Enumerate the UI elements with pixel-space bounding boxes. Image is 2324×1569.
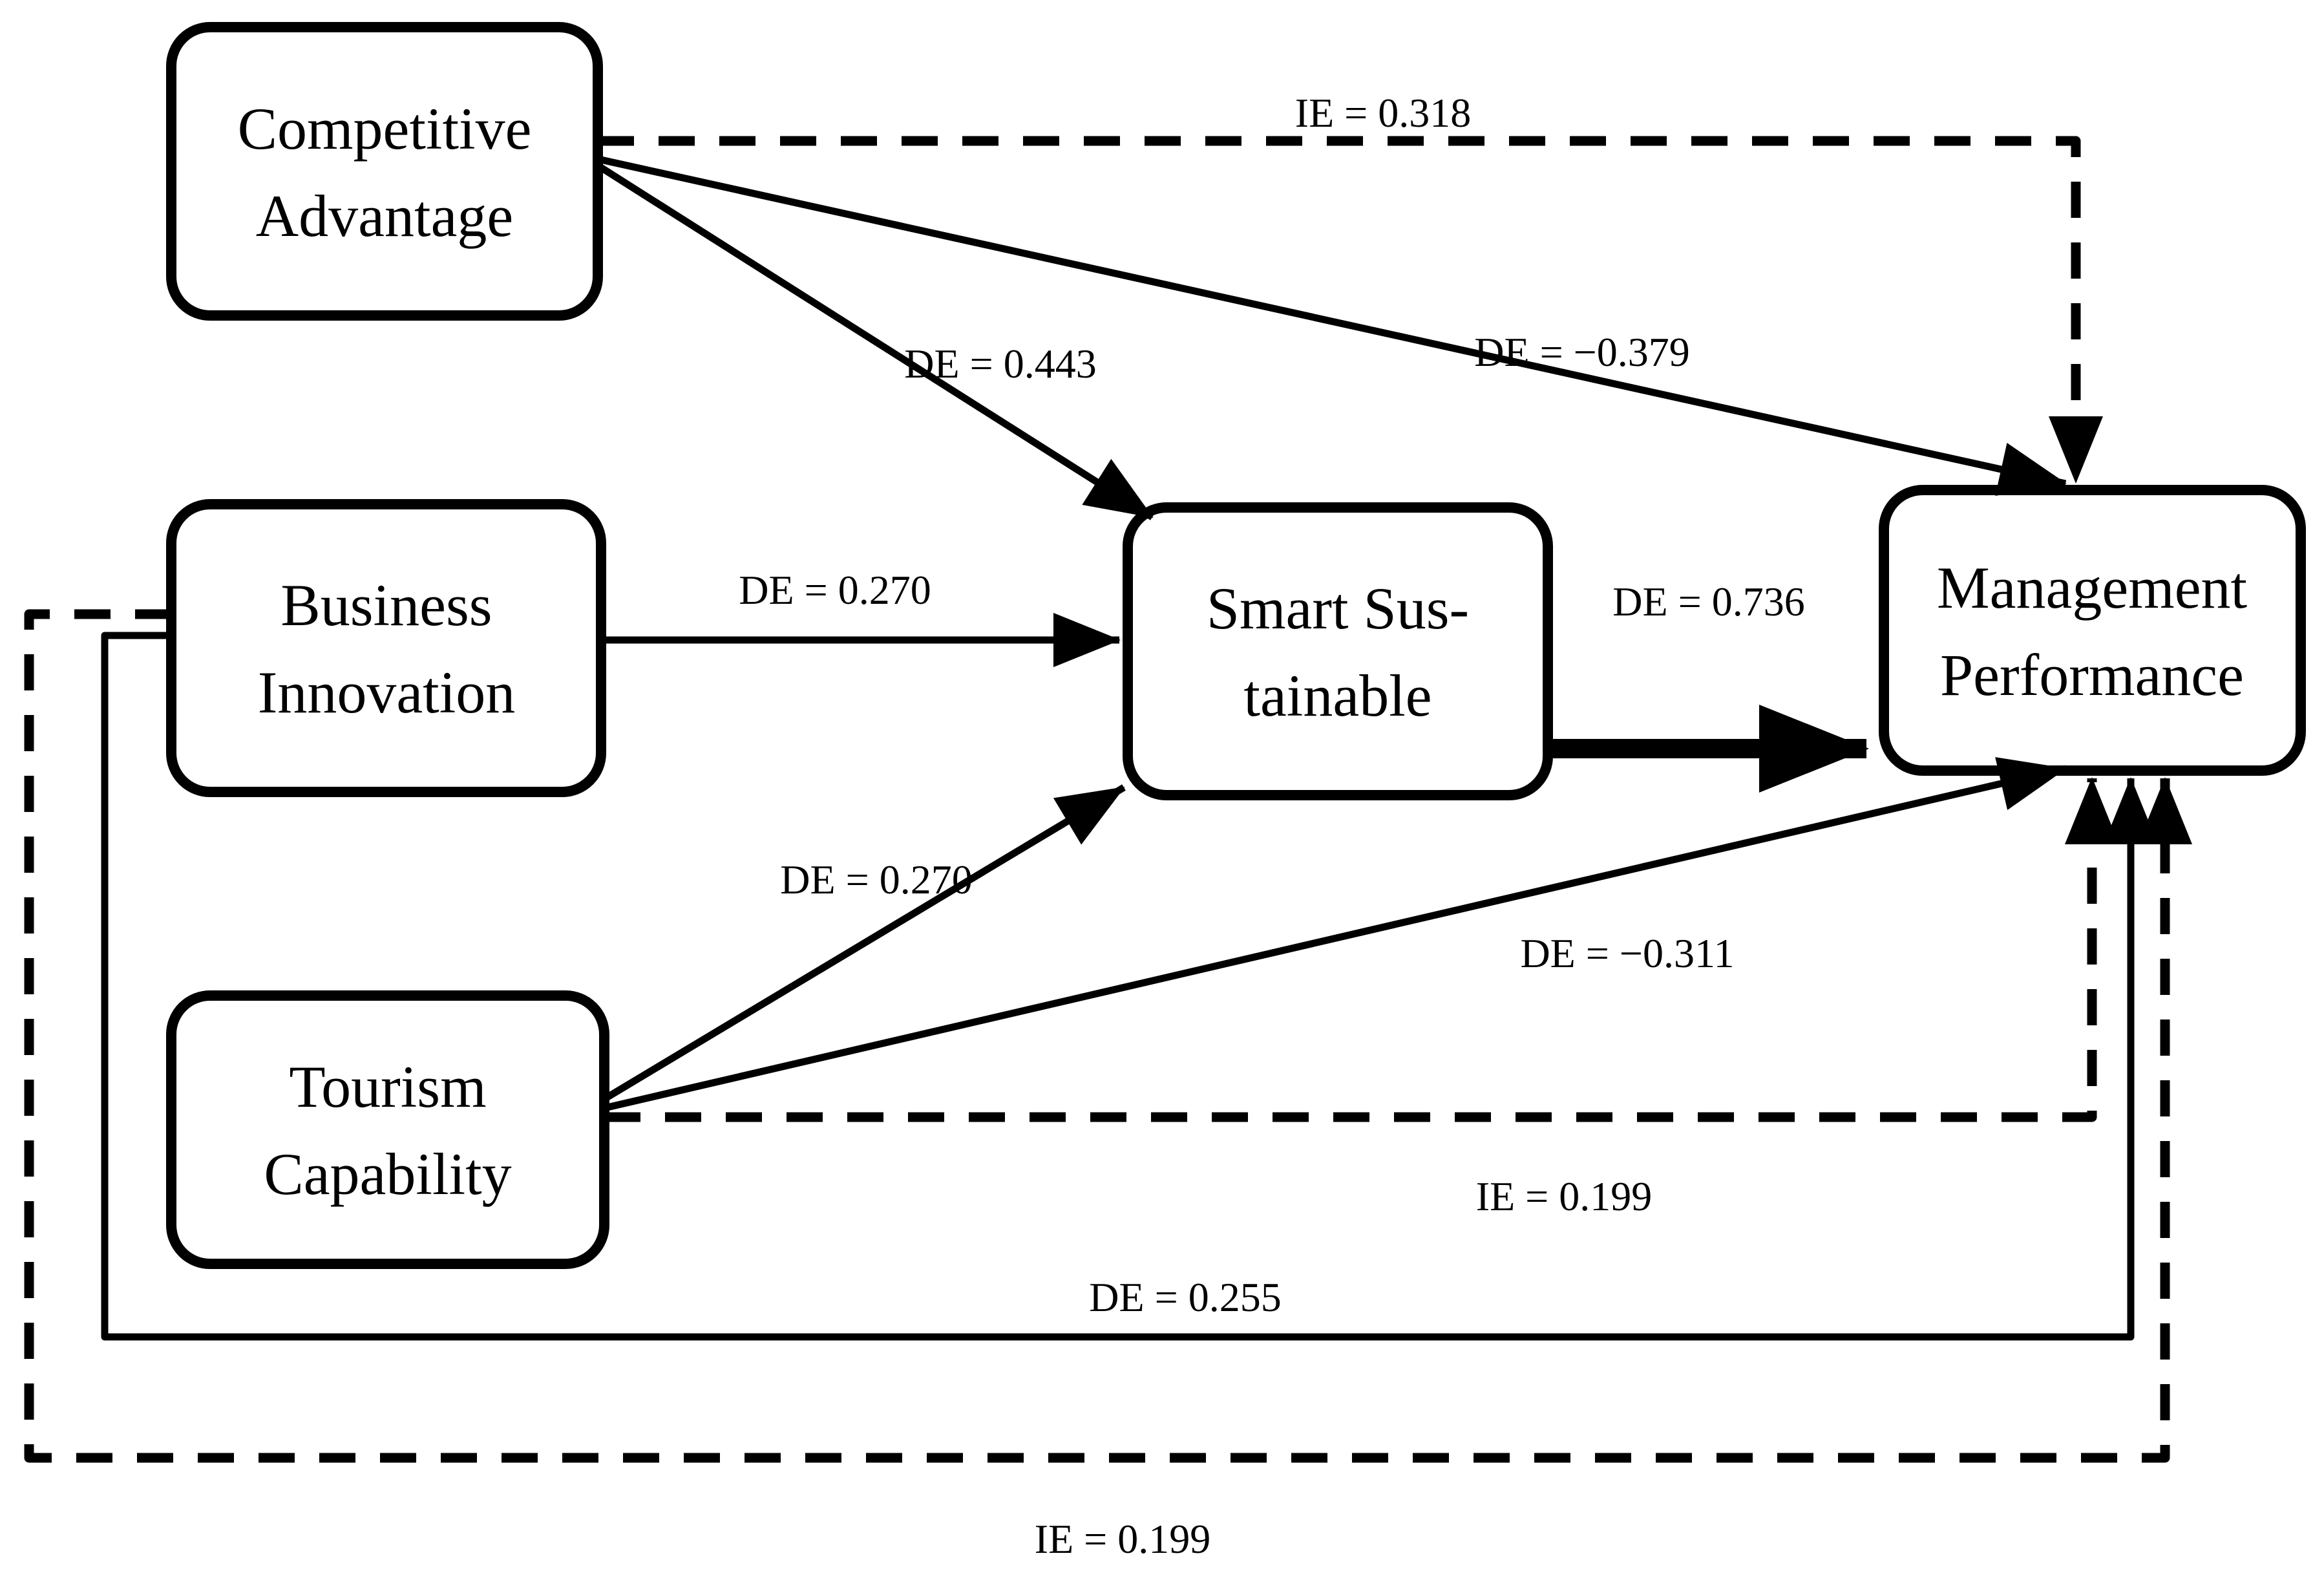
node-box-competitive-advantage (166, 22, 603, 321)
edge-label-de-0255: DE = 0.255 (1089, 1274, 1281, 1320)
edge-tourism-capability-to-management-performance-indirect (604, 777, 2119, 1122)
edge-label-de-0270-tourism: DE = 0.270 (780, 857, 972, 902)
edge-label-ie-0199-tourism: IE = 0.199 (1476, 1173, 1653, 1219)
edge-competitive-advantage-to-smart-sustainable (596, 162, 1154, 520)
node-box-management-performance (1879, 485, 2306, 776)
edge-label-de-neg0311: DE = −0.311 (1520, 930, 1734, 976)
edge-competitive-advantage-to-management-performance-direct (597, 155, 2067, 496)
nodes (166, 22, 2306, 1269)
edge-business-innovation-to-management-performance-indirect (24, 609, 2192, 1463)
node-box-tourism-capability (166, 990, 609, 1269)
node-label-competitive-line1: Competitive (238, 96, 532, 162)
node-label-tourism-line1: Tourism (289, 1054, 486, 1120)
node-label-smart-line1: Smart Sus- (1207, 575, 1469, 641)
edge-label-de-neg0379: DE = −0.379 (1474, 329, 1690, 375)
edge-label-de-0736: DE = 0.736 (1612, 579, 1804, 624)
edges (24, 136, 2192, 1463)
node-labels: Competitive Advantage Business Innovatio… (238, 96, 2248, 1207)
node-label-business-line1: Business (280, 572, 492, 638)
node-label-competitive-line2: Advantage (256, 183, 514, 249)
edge-tourism-capability-to-management-performance-direct (603, 757, 2067, 1112)
edge-labels: DE = 0.443 DE = −0.379 IE = 0.318 DE = 0… (739, 90, 1804, 1562)
edge-competitive-advantage-to-management-performance-indirect (598, 136, 2103, 484)
edge-label-de-0270-business: DE = 0.270 (739, 567, 931, 613)
edge-label-de-0443: DE = 0.443 (904, 341, 1096, 387)
edge-business-innovation-to-management-performance-direct (101, 632, 2158, 1341)
node-box-business-innovation (166, 499, 606, 797)
edge-tourism-capability-to-smart-sustainable (602, 784, 1126, 1102)
node-label-management-line1: Management (1937, 555, 2248, 621)
node-label-management-line2: Performance (1940, 642, 2244, 708)
node-label-smart-line2: tainable (1243, 663, 1431, 729)
edge-label-ie-0318: IE = 0.318 (1295, 90, 1472, 136)
node-label-tourism-line2: Capability (264, 1141, 511, 1207)
node-label-business-line2: Innovation (258, 659, 516, 725)
edge-label-ie-0199-business: IE = 0.199 (1035, 1516, 1211, 1562)
node-box-smart-sustainable (1123, 502, 1553, 800)
